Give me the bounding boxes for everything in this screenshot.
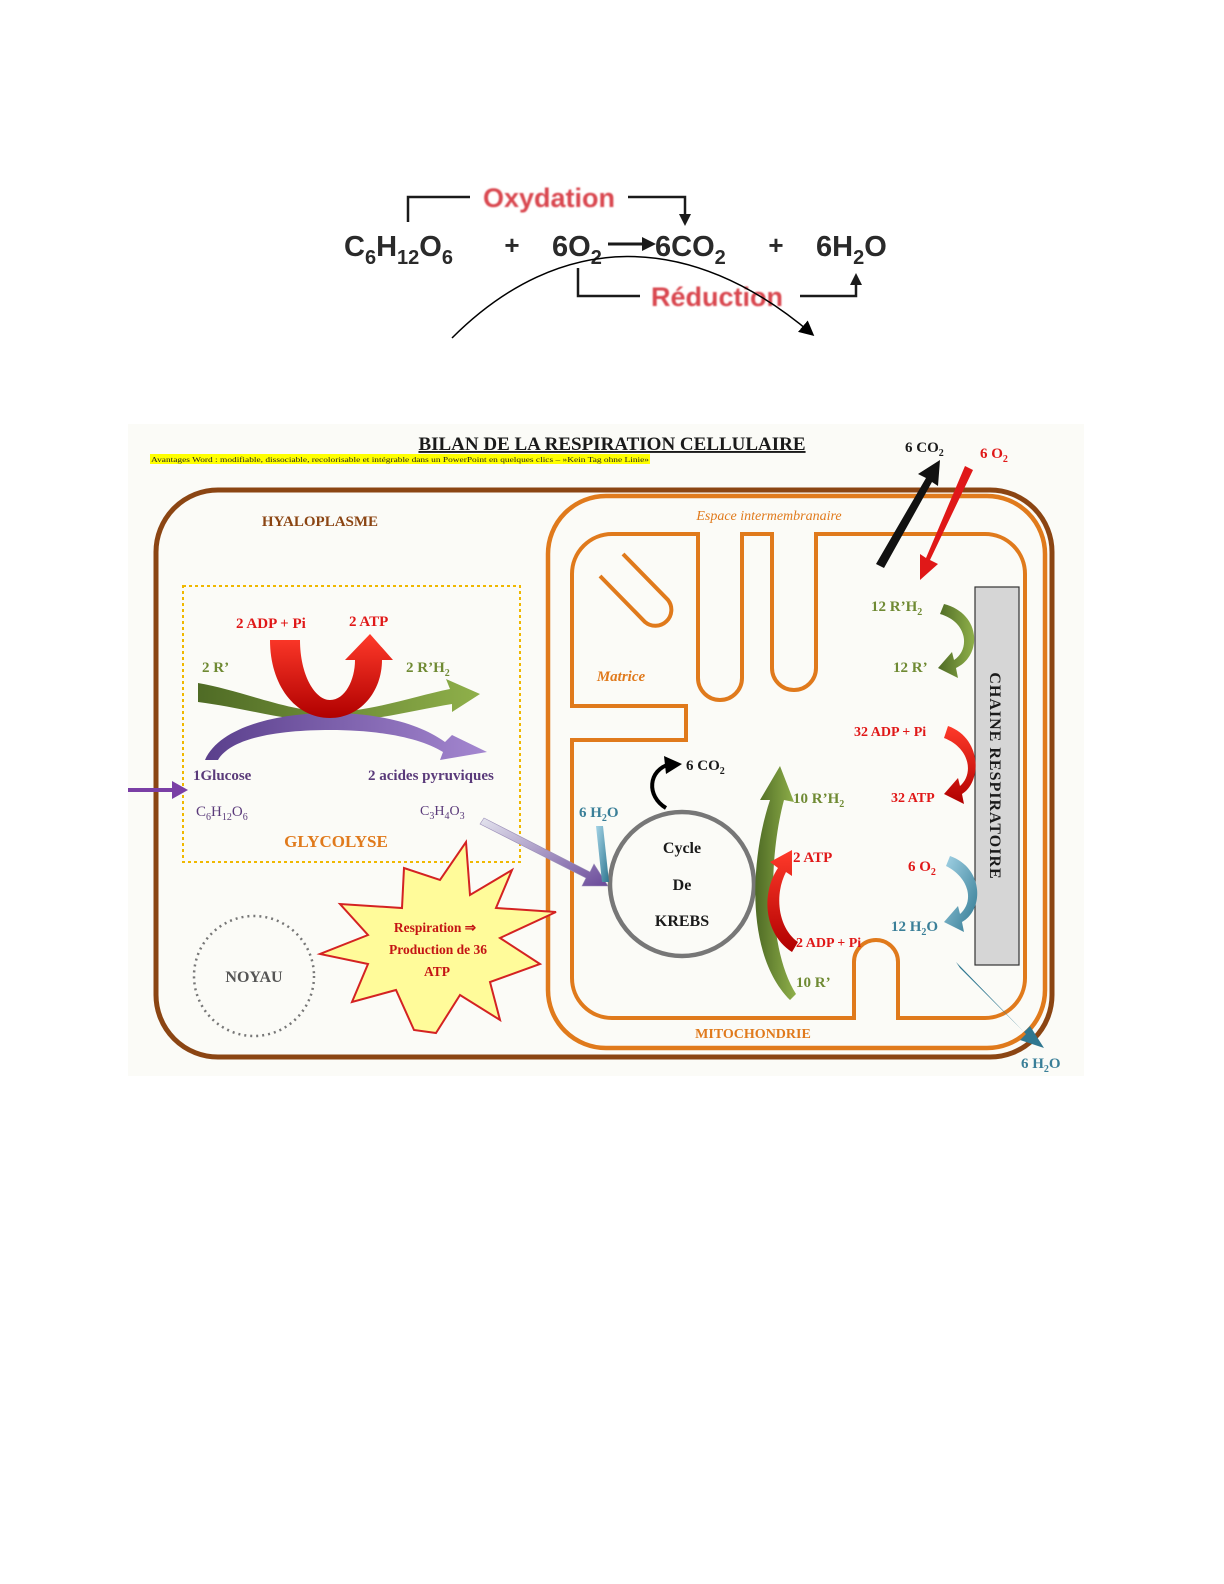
chaine-r-label: 12 R’: [893, 660, 928, 676]
pyruvate-to-krebs-arrow: [479, 817, 609, 887]
chaine-o2-label: 6 O2: [908, 859, 936, 878]
mitochondria-outer-membrane: [545, 493, 1048, 1051]
o2-in-label: 6 O2: [980, 446, 1008, 465]
reduction-bracket-left: [576, 268, 640, 298]
oxidation-label: Oxydation: [483, 183, 615, 213]
nucleus: [192, 914, 316, 1038]
krebs-red-arrow: [767, 850, 798, 952]
star-line-2: Production de 36: [389, 942, 487, 957]
co2-out-label: 6 CO2: [905, 440, 944, 459]
co2-formula: 6CO2: [655, 231, 726, 269]
glycolyse-atp-label: 2 ATP: [349, 614, 388, 630]
curved-arrow: [451, 255, 815, 339]
pyruvate-formula: C3H4O3: [420, 804, 465, 822]
chaine-atp-label: 32 ATP: [891, 791, 935, 806]
chaine-teal-arrow: [944, 856, 978, 932]
glycolyse-title: GLYCOLYSE: [284, 832, 388, 851]
krebs-line-1: Cycle: [663, 840, 701, 857]
plus-sign-2: +: [768, 230, 783, 260]
oxidation-bracket-right: [628, 195, 687, 217]
chaine-green-arrow: [938, 604, 975, 678]
mitochondrie-label: MITOCHONDRIE: [695, 1027, 811, 1042]
h2o-out-label: 6 H2O: [1021, 1056, 1061, 1075]
chaine-h2o-label: 12 H2O: [891, 919, 938, 938]
oxygen-formula: 6O2: [552, 231, 602, 269]
diagram-title: BILAN DE LA RESPIRATION CELLULAIRE: [418, 434, 805, 455]
matrice-label: Matrice: [596, 669, 646, 685]
plus-sign: +: [504, 230, 519, 260]
krebs-adp-label: 2 ADP + Pi: [796, 936, 861, 951]
glucose-formula: C6H12O6: [344, 231, 453, 269]
glycolyse-red-arrow: [270, 634, 393, 718]
chaine-respiratoire-box: [974, 586, 1020, 966]
atp-production-star: [316, 839, 557, 1035]
glycolyse-green-arrow: [198, 679, 480, 722]
krebs-co2-arrow: [650, 762, 671, 810]
krebs-green-arrow: [755, 766, 796, 1000]
editor-note: Avantages Word : modifiable, dissociable…: [151, 455, 649, 464]
chaine-adp-label: 32 ADP + Pi: [854, 725, 926, 740]
star-line-3: ATP: [424, 964, 450, 979]
glucose-formula-small: C6H12O6: [196, 804, 248, 823]
glucose-label: 1Glucose: [193, 768, 252, 784]
chaine-rh2-label: 12 R’H2: [871, 599, 922, 618]
oxidation-bracket-left: [406, 195, 470, 222]
krebs-h2o-label: 6 H2O: [579, 805, 619, 824]
pyruvate-label: 2 acides pyruviques: [368, 768, 494, 784]
water-formula: 6H2O: [816, 231, 887, 269]
krebs-cycle-circle: [607, 809, 757, 959]
oxidation-arrowhead: [679, 214, 691, 226]
krebs-atp-label: 2 ATP: [793, 850, 832, 866]
cell-membrane: [153, 487, 1055, 1060]
espace-label: Espace intermembranaire: [695, 509, 841, 524]
co2-out-arrow: [876, 460, 940, 568]
glucose-entry-arrow: [128, 781, 188, 799]
krebs-h2o-arrow: [596, 826, 609, 882]
chaine-title: CHAINE RESPIRATOIRE: [986, 672, 1003, 879]
mitochondria-inner-membrane: [570, 532, 1027, 1020]
noyau-label: NOYAU: [225, 969, 283, 986]
glycolyse-box: [182, 585, 521, 863]
note-highlight: [150, 454, 650, 464]
chaine-red-arrow: [944, 726, 976, 804]
o2-in-arrow: [920, 466, 973, 580]
krebs-r-label: 10 R’: [796, 975, 831, 991]
krebs-co2-label: 6 CO2: [686, 758, 725, 777]
glycolyse-purple-arrow: [205, 713, 487, 760]
reduction-arrowhead: [850, 273, 862, 285]
krebs-line-2: De: [673, 877, 692, 894]
h2o-out-arrow: [956, 962, 1044, 1048]
krebs-rh2-label: 10 R’H2: [793, 791, 844, 810]
star-line-1: Respiration ⇒: [394, 920, 477, 935]
mitochondria-crista: [598, 552, 674, 628]
krebs-line-3: KREBS: [655, 913, 709, 930]
equation: Oxydation C6H12O6 + 6O2 6CO2 + 6H2O Rédu…: [344, 183, 887, 339]
glycolyse-r-label: 2 R’: [202, 660, 229, 676]
respiration-diagram: BILAN DE LA RESPIRATION CELLULAIRE Avant…: [128, 424, 1084, 1076]
reduction-label: Réduction: [651, 282, 783, 312]
glycolyse-adp-label: 2 ADP + Pi: [236, 616, 306, 632]
hyaloplasme-label: HYALOPLASME: [262, 514, 378, 530]
glycolyse-rh2-label: 2 R’H2: [406, 660, 450, 679]
reduction-bracket-right: [800, 283, 858, 298]
